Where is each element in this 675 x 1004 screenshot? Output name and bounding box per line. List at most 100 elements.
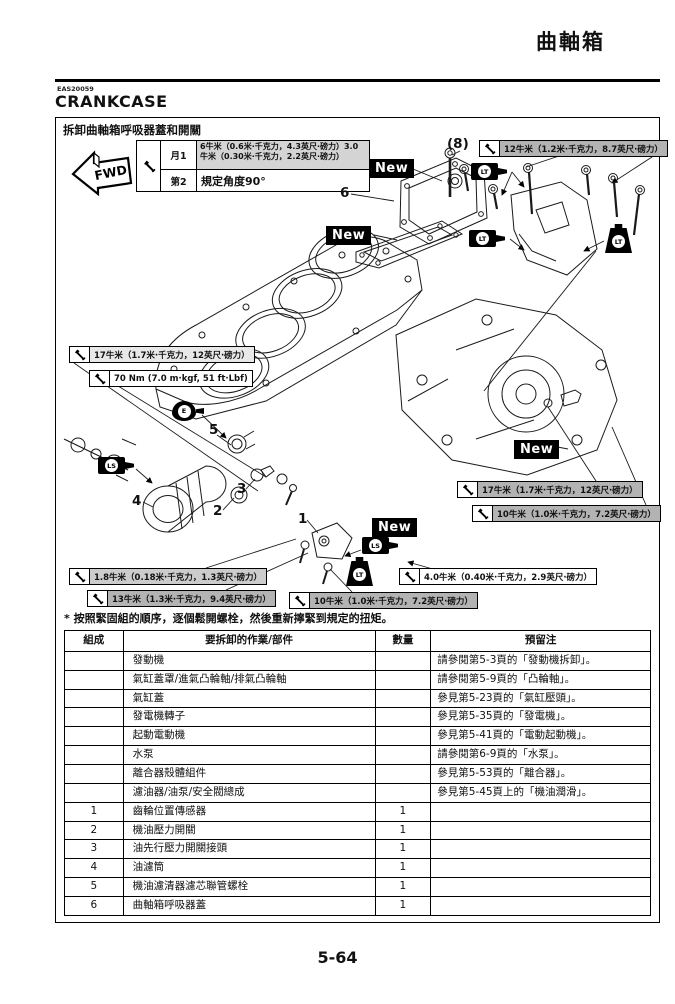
- spec-step1-label: 月1: [161, 141, 197, 169]
- torque-wrench-icon: [480, 141, 500, 156]
- torque-callout-17nm-right: 17牛米（1.7米·千克力，12英尺·磅力）: [457, 481, 643, 498]
- table-row: 起動電動機 參見第5-41頁的「電動起動機」。: [64, 726, 651, 747]
- torque-wrench-icon: [137, 141, 161, 191]
- job-cell: 機油壓力開關: [122, 820, 376, 841]
- header-divider: [55, 79, 660, 82]
- torque-callout-1p8nm: 1.8牛米（0.18米·千克力，1.3英尺·磅力）: [69, 568, 268, 585]
- job-cell: 起動電動機: [122, 726, 376, 747]
- job-cell: 濾油器/油泵/安全閥總成: [122, 782, 376, 803]
- figure-title: 拆卸曲軸箱呼吸器蓋和開關: [63, 123, 201, 137]
- grease-tube-icon-1: LS: [98, 457, 134, 474]
- figure-box: 拆卸曲軸箱呼吸器蓋和開關: [55, 117, 668, 923]
- tightening-footnote: * 按照緊固組的順序，逐個鬆開螺栓，然後重新擰緊到規定的扭矩。: [64, 612, 393, 625]
- qty-cell: 1: [374, 877, 432, 898]
- job-cell: 離合器殼體組件: [122, 764, 376, 784]
- table-header-row: 組成 要拆卸的作業/部件 數量 預留注: [64, 630, 651, 652]
- torque-value: 17牛米（1.7米·千克力，12英尺·磅力）: [90, 347, 254, 362]
- qty-cell: [374, 745, 432, 766]
- torque-callout-12nm: 12牛米（1.2米·千克力，8.7英尺·磅力）: [479, 140, 668, 157]
- parts-table-container: 組成 要拆卸的作業/部件 數量 預留注 發動機 請參閱第5-3頁的「發動機拆卸」。…: [56, 630, 659, 922]
- job-header: 要拆卸的作業/部件: [122, 630, 376, 652]
- torque-callout-17nm-left: 17牛米（1.7米·千克力，12英尺·磅力）: [69, 346, 255, 363]
- order-cell: 2: [64, 820, 124, 841]
- order-cell: [64, 745, 124, 766]
- remark-cell: [430, 858, 651, 879]
- loctite-tube-icon-2: LT: [469, 230, 505, 247]
- remark-cell: [430, 839, 651, 860]
- table-row: 氣缸蓋參見第5-23頁的「氣缸壓頭」。: [64, 688, 651, 709]
- torque-callout-70nm: 70 Nm (7.0 m·kgf, 51 ft·Lbf): [89, 370, 253, 387]
- job-cell: 發動機: [122, 650, 376, 671]
- order-cell: 3: [64, 839, 124, 860]
- order-cell: 4: [64, 858, 124, 879]
- lt-label: LT: [353, 568, 366, 581]
- loctite-tube-icon-1: LT: [471, 163, 507, 180]
- remark-cell: 參見第5-41頁的「電動起動機」。: [430, 726, 651, 747]
- job-cell: 氣缸蓋罩/進氣凸輪軸/排氣凸輪軸: [122, 669, 376, 690]
- remark-cell: 參見第5-35頁的「發電機」。: [430, 707, 651, 728]
- part-label-5: 5: [209, 422, 219, 438]
- order-cell: [64, 726, 124, 747]
- e-label: E: [177, 404, 191, 418]
- order-cell: [64, 669, 124, 690]
- job-cell: 油濾筒: [122, 858, 376, 879]
- part-label-3: 3: [237, 481, 247, 497]
- part-label-8-bolts: (8): [447, 136, 469, 152]
- remark-cell: [430, 801, 651, 822]
- torque-value: 12牛米（1.2米·千克力，8.7英尺·磅力）: [500, 141, 667, 156]
- fwd-label: FWD: [93, 162, 128, 183]
- remark-header: 預留注: [430, 630, 651, 652]
- torque-callout-10nm-right: 10牛米（1.0米·千克力，7.2英尺·磅力）: [472, 505, 661, 522]
- torque-callout-10nm-bottom: 10牛米（1.0米·千克力，7.2英尺·磅力）: [289, 592, 478, 609]
- part-label-4: 4: [132, 493, 142, 509]
- torque-value: 70 Nm (7.0 m·kgf, 51 ft·Lbf): [114, 373, 248, 384]
- part-label-2: 2: [213, 503, 223, 519]
- qty-cell: 1: [374, 820, 432, 841]
- fwd-arrow-icon: FWD: [71, 150, 133, 197]
- job-cell: 機油濾清器濾芯聯管螺栓: [122, 877, 376, 898]
- parts-table: 組成 要拆卸的作業/部件 數量 預留注 發動機 請參閱第5-3頁的「發動機拆卸」。…: [64, 630, 651, 916]
- engine-oil-applicator-icon: E: [172, 401, 204, 421]
- torque-wrench-icon: [70, 569, 90, 584]
- lt-label: LT: [478, 165, 491, 178]
- remark-cell: 請參閱第5-3頁的「發動機拆卸」。: [430, 650, 651, 671]
- job-cell: 水泵: [122, 745, 376, 766]
- lt-label: LT: [612, 235, 625, 248]
- order-cell: [64, 782, 124, 803]
- torque-callout-4nm: 4.0牛米（0.40米·千克力，2.9英尺·磅力）: [399, 568, 598, 585]
- job-cell: 曲軸箱呼吸器蓋: [122, 896, 376, 916]
- table-row: 發電機轉子參見第5-35頁的「發電機」。: [64, 707, 651, 728]
- torque-wrench-icon: [400, 569, 420, 584]
- table-row: 水泵請參閱第6-9頁的「水泵」。: [64, 745, 651, 766]
- table-row: 氣缸蓋罩/進氣凸輪軸/排氣凸輪軸請參閱第5-9頁的「凸輪軸」。: [64, 669, 651, 690]
- order-cell: 1: [64, 801, 124, 822]
- ls-label: LS: [105, 459, 118, 472]
- table-row: 濾油器/油泵/安全閥總成參見第5-45頁上的「機油潤滑」。: [64, 782, 651, 803]
- page-title: 曲軸箱: [536, 29, 605, 54]
- qty-cell: [374, 782, 432, 803]
- torque-wrench-icon: [90, 371, 110, 386]
- qty-cell: 1: [374, 839, 432, 860]
- part-label-1: 1: [298, 511, 308, 527]
- order-cell: 6: [64, 896, 124, 916]
- section-code: EAS20059: [57, 85, 94, 93]
- qty-header: 數量: [374, 630, 432, 652]
- torque-wrench-icon: [473, 506, 493, 521]
- order-header: 組成: [64, 630, 124, 652]
- remark-cell: 參見第5-23頁的「氣缸壓頭」。: [430, 688, 651, 709]
- spec-step2-label: 第2: [161, 169, 197, 191]
- torque-wrench-icon: [458, 482, 478, 497]
- section-title: CRANKCASE: [55, 92, 168, 111]
- page-number: 5-64: [317, 948, 358, 967]
- part-label-6: 6: [340, 185, 350, 201]
- new-tag-1: New: [369, 159, 415, 178]
- exploded-diagram: FWD 月1 6牛米（0.6米·千克力，4.3英尺·磅力）3.0牛米（0.30米…: [56, 136, 668, 609]
- new-tag-4: New: [372, 518, 418, 537]
- new-tag-2: New: [326, 226, 372, 245]
- remark-cell: 參見第5-53頁的「離合器」。: [430, 764, 651, 784]
